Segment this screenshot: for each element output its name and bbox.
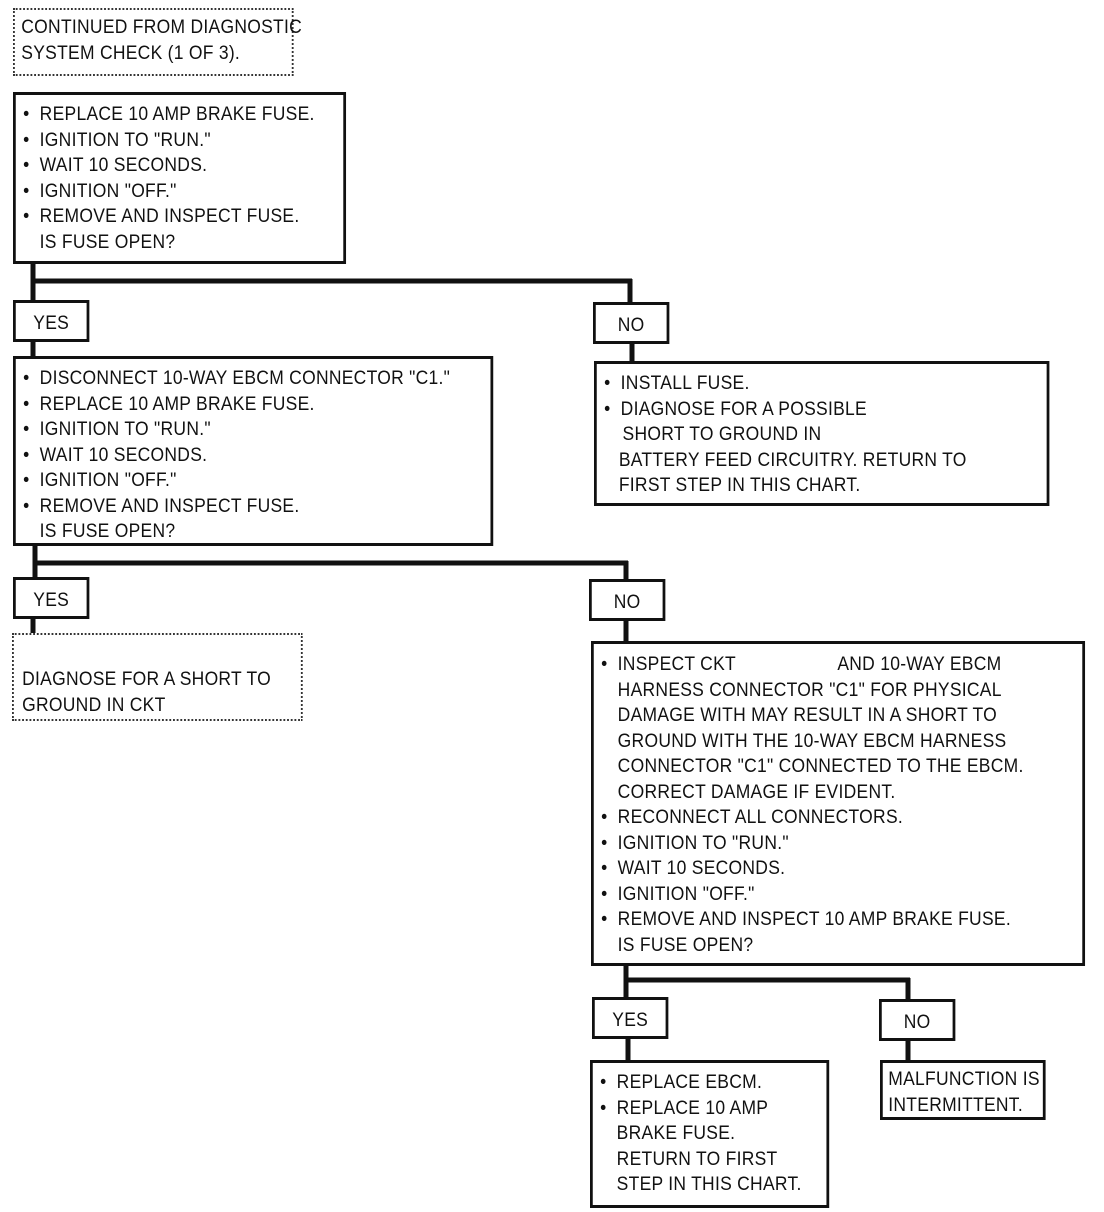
step3-bullet-1-line-3: DAMAGE WITH MAY RESULT IN A SHORT TO [617,705,998,726]
no3-line-1: MALFUNCTION IS [888,1069,1040,1090]
step1-no-text: NO [617,315,645,336]
no1-bullet-1: INSTALL FUSE. [602,371,1041,397]
step2-bullet-6: REMOVE AND INSPECT FUSE. [21,494,485,520]
start-line-2: SYSTEM CHECK (1 OF 3). [21,42,241,64]
yes3-bullet-2-line-4: STEP IN THIS CHART. [616,1174,802,1195]
step2-bullet-4: WAIT 10 SECONDS. [21,443,485,469]
step2-bullet-1: DISCONNECT 10-WAY EBCM CONNECTOR "C1." [21,366,485,392]
step3-bullet-1: INSPECT CKT AND 10-WAY EBCM HARNESS CONN… [599,652,1076,805]
step2-question: IS FUSE OPEN? [39,521,176,542]
start-box: CONTINUED FROM DIAGNOSTIC SYSTEM CHECK (… [13,8,303,76]
step3-box: INSPECT CKT AND 10-WAY EBCM HARNESS CONN… [591,641,1086,966]
step1-question: IS FUSE OPEN? [39,231,176,253]
yes2-result-box: DIAGNOSE FOR A SHORT TO GROUND IN CKT [12,633,303,721]
step3-no-label: NO [879,999,956,1041]
yes3-bullet-1: REPLACE EBCM. [598,1070,821,1096]
step2-box: DISCONNECT 10-WAY EBCM CONNECTOR "C1." R… [13,356,494,546]
step1-bullet-2: IGNITION TO "RUN." [21,128,337,154]
yes3-bullet-2: REPLACE 10 AMP BRAKE FUSE. RETURN TO FIR… [598,1096,821,1198]
step1-bullet-5: REMOVE AND INSPECT FUSE. [21,204,337,230]
step3-no-text: NO [903,1012,931,1033]
yes3-result-box: REPLACE EBCM. REPLACE 10 AMP BRAKE FUSE.… [590,1060,830,1208]
step1-bullet-1: REPLACE 10 AMP BRAKE FUSE. [21,102,337,128]
step2-no-text: NO [613,592,641,613]
start-line-1: CONTINUED FROM DIAGNOSTIC [21,17,303,38]
step3-bullet-4: WAIT 10 SECONDS. [599,856,1076,882]
no3-line-2: INTERMITTENT. [888,1094,1023,1116]
step3-yes-text: YES [612,1010,649,1031]
yes2-line-2: GROUND IN CKT [22,694,166,716]
step3-bullet-1-line-6: CORRECT DAMAGE IF EVIDENT. [617,781,896,803]
step2-bullet-3: IGNITION TO "RUN." [21,417,485,443]
step3-bullet-1-line-5: CONNECTOR "C1" CONNECTED TO THE EBCM. [617,756,1024,777]
step2-yes-label: YES [13,577,90,619]
step1-yes-text: YES [33,313,70,334]
no1-bullet-2-line-1: DIAGNOSE FOR A POSSIBLE [620,398,867,420]
step1-no-label: NO [593,302,670,344]
step3-bullet-1-line-1: INSPECT CKT AND 10-WAY EBCM [617,654,1002,675]
step3-bullet-1-line-2: HARNESS CONNECTOR "C1" FOR PHYSICAL [617,679,1002,701]
step3-bullet-5: IGNITION "OFF." [599,882,1076,908]
step3-bullet-6: REMOVE AND INSPECT 10 AMP BRAKE FUSE. [599,907,1076,933]
no1-bullet-2: DIAGNOSE FOR A POSSIBLE SHORT TO GROUND … [602,397,1041,448]
step3-yes-label: YES [592,997,669,1039]
step3-bullet-2: RECONNECT ALL CONNECTORS. [599,805,1076,831]
step1-bullet-4: IGNITION "OFF." [21,179,337,205]
step3-bullet-1-line-4: GROUND WITH THE 10-WAY EBCM HARNESS [617,730,1007,752]
yes2-line-1: DIAGNOSE FOR A SHORT TO [22,669,271,690]
step2-no-label: NO [589,579,666,621]
step2-bullet-5: IGNITION "OFF." [21,468,485,494]
yes3-bullet-2-line-1: REPLACE 10 AMP [616,1097,769,1119]
step1-box: REPLACE 10 AMP BRAKE FUSE. IGNITION TO "… [13,92,347,264]
yes3-bullet-2-line-2: BRAKE FUSE. [616,1123,736,1144]
no1-bullet-2-line-2: SHORT TO GROUND IN [622,424,822,445]
step1-yes-label: YES [13,300,90,342]
step2-bullet-2: REPLACE 10 AMP BRAKE FUSE. [21,392,485,418]
no1-tail-line-1: BATTERY FEED CIRCUITRY. RETURN TO [618,449,967,471]
yes3-bullet-2-line-3: RETURN TO FIRST [616,1148,778,1170]
step2-yes-text: YES [33,590,70,611]
step3-question: IS FUSE OPEN? [617,934,754,956]
no3-result-box: MALFUNCTION IS INTERMITTENT. [880,1060,1046,1120]
no1-tail-line-2: FIRST STEP IN THIS CHART. [618,475,861,496]
step3-bullet-3: IGNITION TO "RUN." [599,831,1076,857]
no1-result-box: INSTALL FUSE. DIAGNOSE FOR A POSSIBLE SH… [594,361,1050,506]
step1-bullet-3: WAIT 10 SECONDS. [21,153,337,179]
